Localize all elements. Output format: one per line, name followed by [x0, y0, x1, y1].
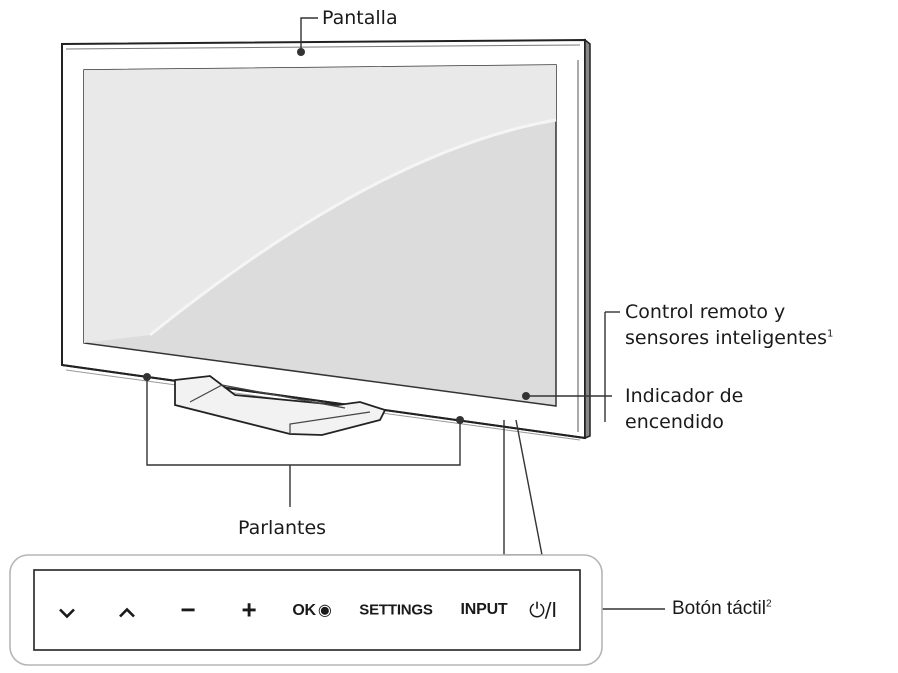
- ok-button[interactable]: OK◉: [292, 602, 332, 619]
- power-button[interactable]: ⏻/I: [529, 598, 557, 622]
- power-indicator-line2: encendido: [625, 411, 724, 433]
- power-indicator-line1: Indicador de: [625, 385, 744, 407]
- minus-icon: −: [180, 594, 196, 625]
- screen-label: Pantalla: [322, 7, 398, 29]
- speaker-right-dot: [456, 416, 464, 424]
- touch-button-label: Botón táctil2: [672, 598, 772, 619]
- footnote-1: 1: [827, 328, 834, 340]
- plus-icon: +: [241, 594, 257, 625]
- power-indicator-dot: [522, 392, 530, 400]
- power-indicator-label: Indicador de encendido: [625, 383, 743, 435]
- volume-up-button[interactable]: +: [242, 595, 257, 626]
- volume-down-button[interactable]: −: [181, 595, 196, 626]
- power-icon: ⏻/I: [529, 598, 557, 622]
- tv-screen: [83, 64, 557, 407]
- input-button[interactable]: INPUT: [460, 601, 508, 618]
- chevron-up-icon: [119, 607, 135, 618]
- tv-stand: [174, 375, 387, 436]
- remote-sensor-line1: Control remoto y: [625, 301, 786, 323]
- down-button[interactable]: [58, 595, 76, 626]
- chevron-down-icon: [59, 608, 75, 619]
- screen-dot: [297, 48, 305, 56]
- remote-sensor-line2: sensores inteligentes1: [625, 327, 834, 349]
- footnote-2: 2: [766, 598, 772, 610]
- remote-sensor-label: Control remoto y sensores inteligentes1: [625, 299, 833, 351]
- speaker-left-dot: [143, 373, 151, 381]
- ok-circle-icon: ◉: [317, 602, 332, 619]
- settings-button[interactable]: SETTINGS: [359, 601, 433, 619]
- up-button[interactable]: [118, 595, 136, 626]
- speakers-label: Parlantes: [238, 517, 327, 539]
